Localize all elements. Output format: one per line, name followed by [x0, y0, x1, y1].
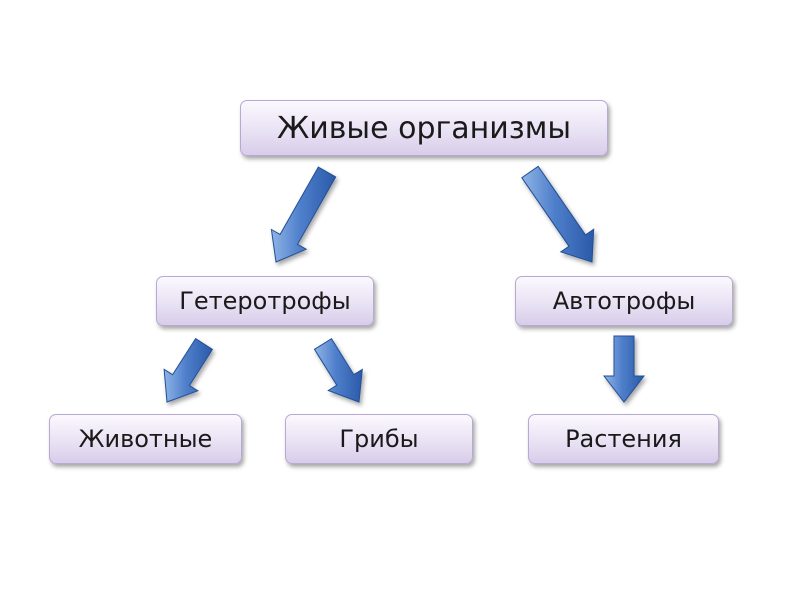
node-heterotrophs-label: Гетеротрофы — [179, 287, 351, 315]
arrow-root-to-autotrophs — [521, 165, 595, 263]
node-animals: Животные — [49, 414, 242, 464]
arrow-autotrophs-to-plants — [602, 335, 646, 403]
node-fungi-label: Грибы — [339, 425, 419, 453]
node-plants-label: Растения — [565, 425, 682, 453]
node-living-organisms: Живые организмы — [240, 100, 608, 156]
node-living-organisms-label: Живые организмы — [276, 110, 572, 146]
node-plants: Растения — [528, 414, 719, 464]
node-heterotrophs: Гетеротрофы — [156, 276, 374, 326]
node-fungi: Грибы — [285, 414, 473, 464]
arrow-root-to-heterotrophs — [270, 166, 337, 263]
arrow-heterotrophs-to-animals — [163, 337, 214, 403]
node-autotrophs-label: Автотрофы — [552, 287, 696, 315]
node-autotrophs: Автотрофы — [515, 276, 733, 326]
arrow-heterotrophs-to-fungi — [313, 338, 363, 403]
node-animals-label: Животные — [78, 425, 213, 453]
